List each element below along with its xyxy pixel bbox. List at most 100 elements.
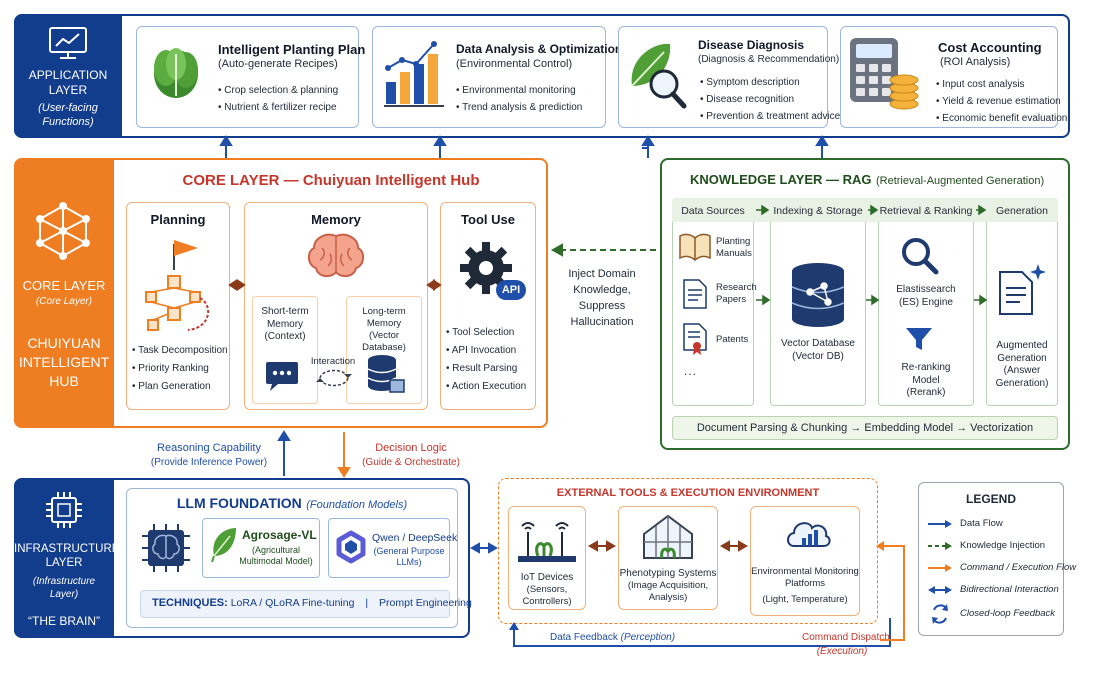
legend-data-flow-arrow [928, 520, 952, 528]
application-layer-strip [14, 14, 122, 138]
app-card-title: Data Analysis & Optimization [456, 42, 623, 56]
techniques-text: TECHNIQUES: LoRA / QLoRA Fine-tuning | P… [152, 597, 472, 611]
interaction-cycle-icon [316, 369, 352, 387]
model-card-agrosage[interactable] [202, 518, 320, 578]
command-dispatch-sub: (Execution) [816, 646, 868, 657]
bullet-item: Tool Selection [446, 324, 526, 342]
techniques-value: LoRA / QLoRA Fine-tuning [230, 597, 355, 609]
app-card-subtitle: (ROI Analysis) [940, 56, 1011, 68]
legend-title: LEGEND [965, 492, 1016, 506]
pipeline-step: Vectorization [970, 422, 1034, 434]
knowledge-title-sub: (Retrieval-Augmented Generation) [875, 175, 1045, 187]
bullet-item: Economic benefit evaluation [936, 110, 1067, 127]
legend-box [918, 482, 1064, 636]
core-layer-name: CORE LAYER [22, 278, 106, 293]
stage-label: Generation [996, 205, 1048, 217]
app-card-bullets: Symptom description Disease recognition … [700, 74, 840, 125]
core-layer-subtitle: (Core Layer) [35, 296, 93, 307]
calculator-coins-icon [850, 38, 919, 110]
bullet-item: Trend analysis & prediction [456, 99, 582, 116]
data-feedback-text: Data Feedback [550, 632, 618, 643]
model2-desc: (General Purpose LLMs) [373, 546, 445, 568]
pipeline-step: Embedding Model [864, 422, 954, 434]
stage-label: Indexing & Storage [773, 205, 863, 217]
chip-icon [46, 492, 82, 528]
model2-name: Qwen / DeepSeek [372, 532, 458, 544]
techniques-label: TECHNIQUES: [152, 597, 228, 609]
iot-sensor-plant-icon [518, 522, 576, 562]
command-dispatch-label: Command Dispatch [802, 632, 890, 643]
vector-db-label: Vector Database (Vector DB) [781, 338, 855, 362]
model-card-qwen-deepseek[interactable] [328, 518, 450, 578]
bar-chart-icon [384, 41, 444, 107]
knowledge-title-main: KNOWLEDGE LAYER — RAG [690, 172, 872, 187]
memory-title: Memory [311, 212, 361, 227]
bullet-item: Task Decomposition [132, 342, 227, 360]
greenhouse-icon [643, 514, 693, 559]
legend-item: Data Flow [960, 518, 1003, 529]
pipeline-bar [672, 416, 1058, 440]
patent-certificate-icon [683, 323, 707, 355]
model1-desc: (Agricultural Multimodal Model) [239, 545, 313, 567]
filter-funnel-icon [906, 328, 932, 350]
tool-use-bullets: Tool Selection API Invocation Result Par… [446, 324, 527, 396]
decision-sublabel: (Guide & Orchestrate) [362, 457, 460, 468]
legend-bidirectional-arrow [928, 586, 952, 594]
legend-knowledge-arrow [928, 542, 952, 550]
pipeline-text: Document Parsing & Chunking → Embedding … [672, 422, 1058, 436]
generated-document-icon [999, 264, 1046, 315]
flag-flowchart-icon [145, 240, 210, 331]
stage-label: Data Sources [681, 205, 745, 217]
app-card-subtitle: (Diagnosis & Recommendation) [698, 54, 840, 65]
stage-retrieval-ranking [878, 198, 974, 406]
long-term-memory-box [346, 296, 422, 404]
llm-title-main: LLM FOUNDATION [176, 495, 302, 511]
infrastructure-layer-name: INFRASTRUCTURE LAYER [14, 543, 120, 570]
app-card-subtitle: (Auto-generate Recipes) [218, 58, 338, 70]
legend-item: Closed-loop Feedback [960, 608, 1056, 619]
bullet-item: Environmental monitoring [456, 82, 582, 99]
stage-label: Retrieval & Ranking [879, 205, 973, 217]
llm-foundation-title: LLM FOUNDATION (Foundation Models) [126, 494, 458, 514]
short-term-memory-box [252, 296, 318, 404]
tool-use-title: Tool Use [461, 212, 515, 227]
pipeline-arrow: → [850, 422, 862, 434]
bullet-item: Action Execution [446, 378, 527, 396]
reasoning-sublabel: (Provide Inference Power) [150, 457, 268, 468]
tool-name: Environmental Monitoring Platforms [751, 566, 859, 589]
tool-desc: (Image Acquisition, Analysis) [627, 580, 709, 603]
bullet-item: Result Parsing [446, 360, 526, 378]
bullet-item: Priority Ranking [132, 360, 228, 378]
the-brain-label: “THE BRAIN” [28, 614, 100, 628]
app-card-subtitle: (Environmental Control) [456, 58, 573, 70]
monitor-chart-icon [49, 27, 87, 59]
short-term-memory-label: Short-term Memory (Context) [261, 306, 309, 342]
bullet-item: Disease recognition [700, 91, 840, 108]
legend-item: Bidirectional Interaction [960, 584, 1059, 595]
tool-name: Phenotyping Systems [619, 568, 717, 579]
bullet-item: Prevention & treatment advice [700, 108, 840, 125]
leaf-icon [211, 528, 236, 563]
tool-desc: (Sensors, Controllers) [522, 584, 572, 607]
app-card-bullets: Input cost analysis Yield & revenue esti… [936, 76, 1067, 127]
search-icon [902, 238, 939, 275]
hub-name: CHUIYUAN INTELLIGENT HUB [18, 335, 110, 389]
legend-item: Knowledge Injection [960, 540, 1046, 551]
bullet-item: Crop selection & planning [218, 82, 338, 99]
source-label: Planting Manuals [716, 236, 752, 259]
data-feedback-sub: (Perception) [620, 632, 676, 643]
legend-item: Command / Execution Flow [960, 562, 1077, 573]
pipeline-arrow: → [956, 422, 968, 434]
memory-interaction-label: Interaction [310, 356, 356, 367]
model1-name: Agrosage-VL [242, 528, 317, 542]
hexagon-logo-icon [336, 530, 366, 564]
book-icon [679, 233, 711, 261]
tool-desc: (Light, Temperature) [762, 594, 848, 605]
planning-title: Planning [150, 212, 206, 227]
vector-database-icon [791, 263, 845, 327]
pipeline-step: Document Parsing & Chunking [696, 422, 848, 434]
reasoning-label: Reasoning Capability [157, 442, 261, 454]
llm-title-sub: (Foundation Models) [306, 499, 408, 511]
